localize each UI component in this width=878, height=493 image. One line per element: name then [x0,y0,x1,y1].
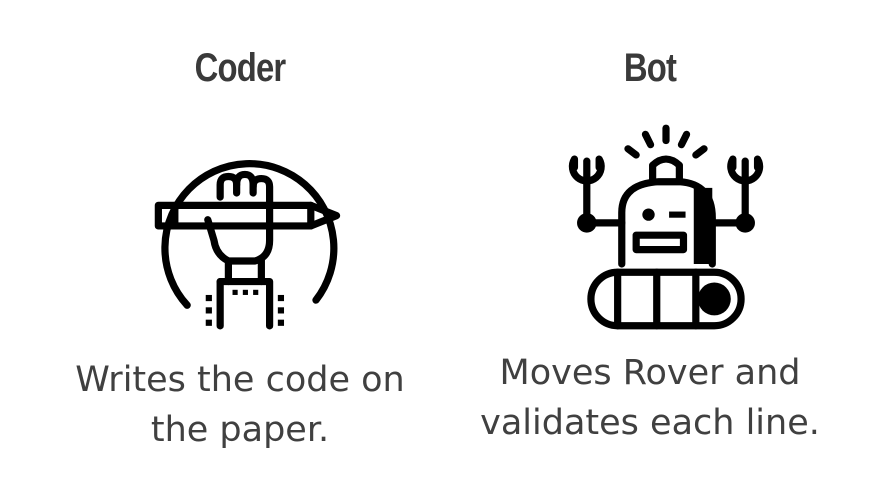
bot-description: Moves Rover and validates each line. [440,348,860,448]
coder-column: Coder [20,0,460,493]
bot-desc-line-2: validates each line. [480,403,820,443]
coder-desc-line-2: the paper. [150,410,330,450]
bot-title: Bot [623,46,677,90]
bot-column: Bot [440,0,860,493]
coder-desc-line-1: Writes the code on [75,360,405,400]
coder-description: Writes the code on the paper. [20,355,460,455]
coder-title: Coder [194,46,286,90]
robot-rover-icon [568,124,764,330]
hand-holding-pencil-icon [154,160,341,330]
bot-desc-line-1: Moves Rover and [499,353,801,393]
